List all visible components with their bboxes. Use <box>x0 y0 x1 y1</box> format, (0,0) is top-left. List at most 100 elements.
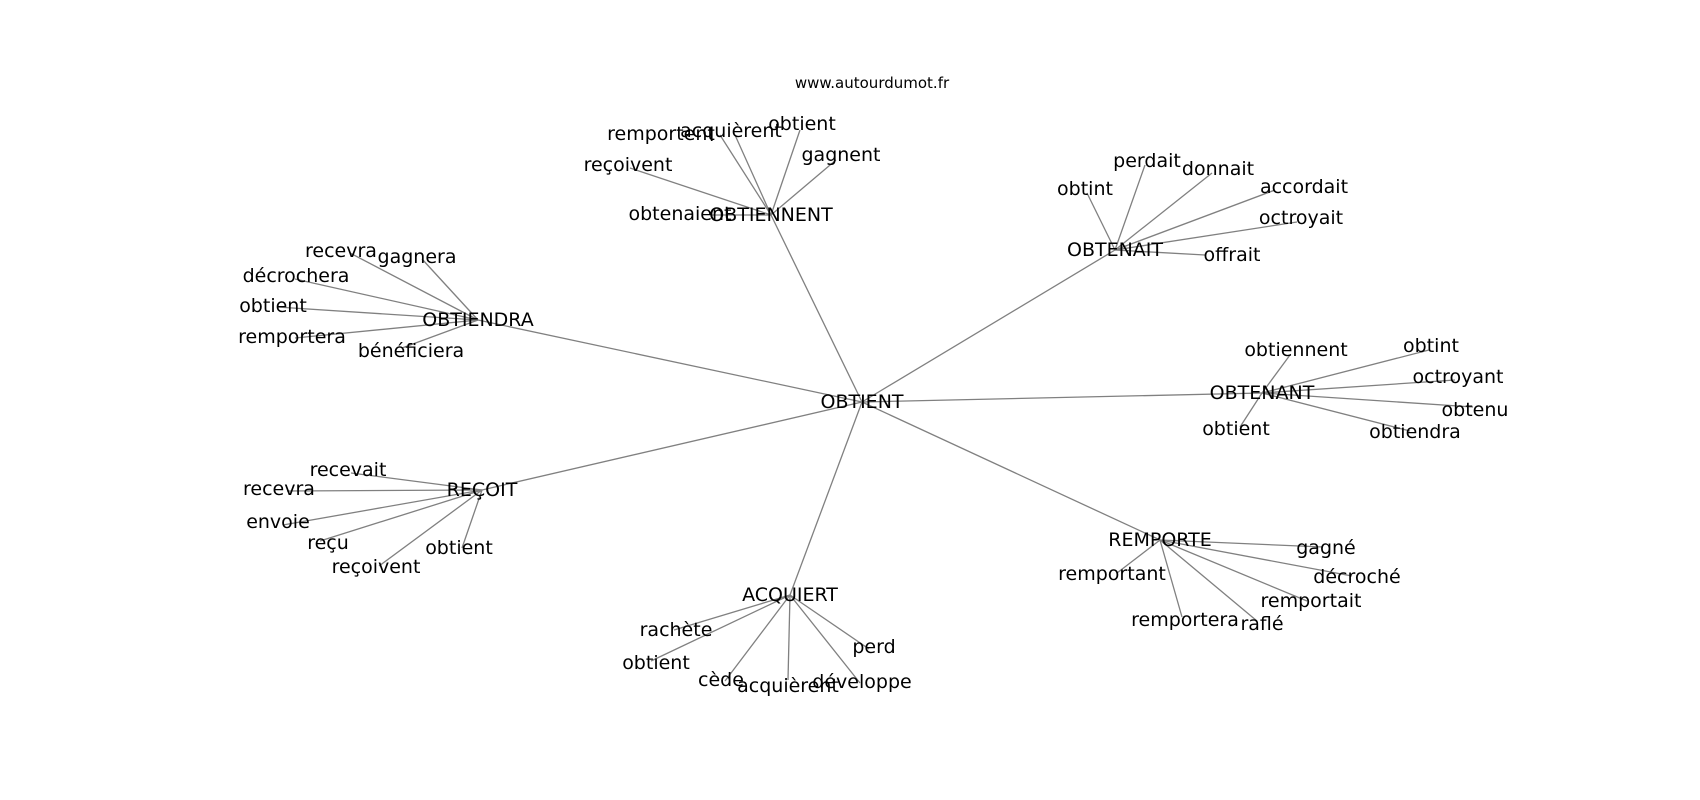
edge-hub-to-leaf <box>1261 392 1474 408</box>
edge-hub-to-leaf <box>1159 539 1258 622</box>
edge-hub-to-leaf <box>319 489 483 542</box>
leaf-node-label: gagnent <box>802 144 881 166</box>
edge-hub-to-leaf <box>1261 379 1456 394</box>
edge-hub-to-leaf <box>719 134 772 216</box>
edge-hub-to-leaf <box>1159 539 1183 618</box>
leaf-node-label: obtiendra <box>1369 421 1461 443</box>
labels-layer: OBTIENTOBTIENNENTremportentacquièrentobt… <box>238 113 1508 697</box>
leaf-node-label: recevra <box>243 478 315 500</box>
edge-hub-to-leaf <box>1239 392 1263 428</box>
edge-root-to-hub <box>481 401 863 491</box>
edge-hub-to-leaf <box>286 489 483 492</box>
leaf-node-label: remportera <box>238 326 346 348</box>
edge-hub-to-leaf <box>1086 192 1116 251</box>
leaf-node-label: bénéficiera <box>358 340 464 362</box>
edge-hub-to-leaf <box>378 489 483 567</box>
edge-hub-to-leaf <box>421 258 479 321</box>
edge-hub-to-leaf <box>629 167 772 216</box>
edge-root-to-hub <box>861 392 1263 403</box>
leaf-node-label: développe <box>812 671 911 693</box>
edge-hub-to-leaf <box>1159 539 1308 602</box>
leaf-node-label: recevra <box>305 240 377 262</box>
leaf-node-label: reçoivent <box>332 556 421 578</box>
edge-hub-to-leaf <box>1159 539 1353 577</box>
leaf-node-label: obtint <box>1057 178 1113 200</box>
hub-node-label: REÇOIT <box>447 479 518 501</box>
leaf-node-label: cède <box>698 669 744 691</box>
leaf-node-label: donnait <box>1182 158 1254 180</box>
edge-hub-to-leaf <box>1261 349 1430 394</box>
edge-root-to-hub <box>770 214 863 403</box>
hub-node-label: OBTIENDRA <box>422 309 533 331</box>
edge-hub-to-leaf <box>282 489 483 526</box>
leaf-node-label: accordait <box>1260 176 1348 198</box>
leaf-node-label: obtient <box>768 113 836 135</box>
leaf-node-label: recevait <box>310 459 387 481</box>
edge-hub-to-leaf <box>734 134 772 216</box>
edge-hub-to-leaf <box>1114 164 1146 251</box>
edge-hub-to-leaf <box>789 594 861 684</box>
edge-hub-to-leaf <box>1114 172 1213 251</box>
edge-root-to-hub <box>861 401 1161 541</box>
leaf-node-label: reçoivent <box>584 154 673 176</box>
hub-node-label: REMPORTE <box>1108 529 1211 551</box>
leaf-node-label: obtient <box>622 652 690 674</box>
edge-root-to-hub <box>477 319 863 403</box>
edge-hub-to-leaf <box>1114 249 1206 256</box>
leaf-node-label: obtient <box>239 295 307 317</box>
edges-layer <box>276 129 1474 684</box>
edge-hub-to-leaf <box>650 594 791 662</box>
leaf-node-label: remportent <box>607 123 715 145</box>
edge-hub-to-leaf <box>1116 539 1161 574</box>
leaf-node-label: obtient <box>425 537 493 559</box>
leaf-node-label: reçu <box>307 532 349 554</box>
leaf-node-label: remportant <box>1058 563 1166 585</box>
hub-node-label: OBTENAIT <box>1067 239 1163 261</box>
edge-hub-to-leaf <box>294 278 479 321</box>
hub-node-label: OBTIENNENT <box>709 204 833 226</box>
edge-hub-to-leaf <box>1114 189 1276 251</box>
leaf-node-label: perdait <box>1113 150 1181 172</box>
leaf-node-label: remportera <box>1131 609 1239 631</box>
edge-hub-to-leaf <box>770 129 801 216</box>
edge-hub-to-leaf <box>770 159 837 216</box>
edge-hub-to-leaf <box>461 489 483 549</box>
edge-hub-to-leaf <box>276 306 479 321</box>
leaf-node-label: offrait <box>1204 244 1261 266</box>
leaf-node-label: gagné <box>1296 537 1356 559</box>
leaf-node-label: acquièrent <box>680 120 782 142</box>
edge-hub-to-leaf <box>1261 354 1291 394</box>
hub-node-label: OBTENANT <box>1210 382 1315 404</box>
leaf-node-label: rachète <box>640 619 713 641</box>
root-node-label: OBTIENT <box>820 391 903 413</box>
leaf-node-label: décrochera <box>243 265 350 287</box>
leaf-node-label: obtenaient <box>629 203 732 225</box>
leaf-node-label: remportait <box>1261 590 1362 612</box>
leaf-node-label: raflé <box>1240 613 1283 635</box>
leaf-node-label: octroyant <box>1413 366 1504 388</box>
leaf-node-label: décroché <box>1313 566 1400 588</box>
edge-hub-to-leaf <box>787 594 791 681</box>
edge-hub-to-leaf <box>1159 539 1324 548</box>
leaf-node-label: obtient <box>1202 418 1270 440</box>
leaf-node-label: acquièrent <box>737 675 839 697</box>
hub-node-label: ACQUIERT <box>742 584 838 606</box>
edge-hub-to-leaf <box>1114 221 1298 251</box>
leaf-node-label: obtiennent <box>1244 339 1347 361</box>
leaf-node-label: octroyait <box>1259 207 1343 229</box>
edge-hub-to-leaf <box>350 472 483 491</box>
edge-hub-to-leaf <box>349 252 479 321</box>
leaf-node-label: perd <box>852 636 895 658</box>
edge-hub-to-leaf <box>789 594 870 650</box>
leaf-node-label: gagnera <box>378 246 457 268</box>
edge-hub-to-leaf <box>1261 392 1411 432</box>
leaf-node-label: obtint <box>1403 335 1459 357</box>
edge-root-to-hub <box>789 401 863 596</box>
edge-hub-to-leaf <box>294 319 479 339</box>
site-credit: www.autourdumot.fr <box>795 74 950 92</box>
edge-root-to-hub <box>861 249 1116 403</box>
leaf-node-label: obtenu <box>1442 399 1509 421</box>
edge-hub-to-leaf <box>724 594 791 682</box>
leaf-node-label: envoie <box>246 511 310 533</box>
